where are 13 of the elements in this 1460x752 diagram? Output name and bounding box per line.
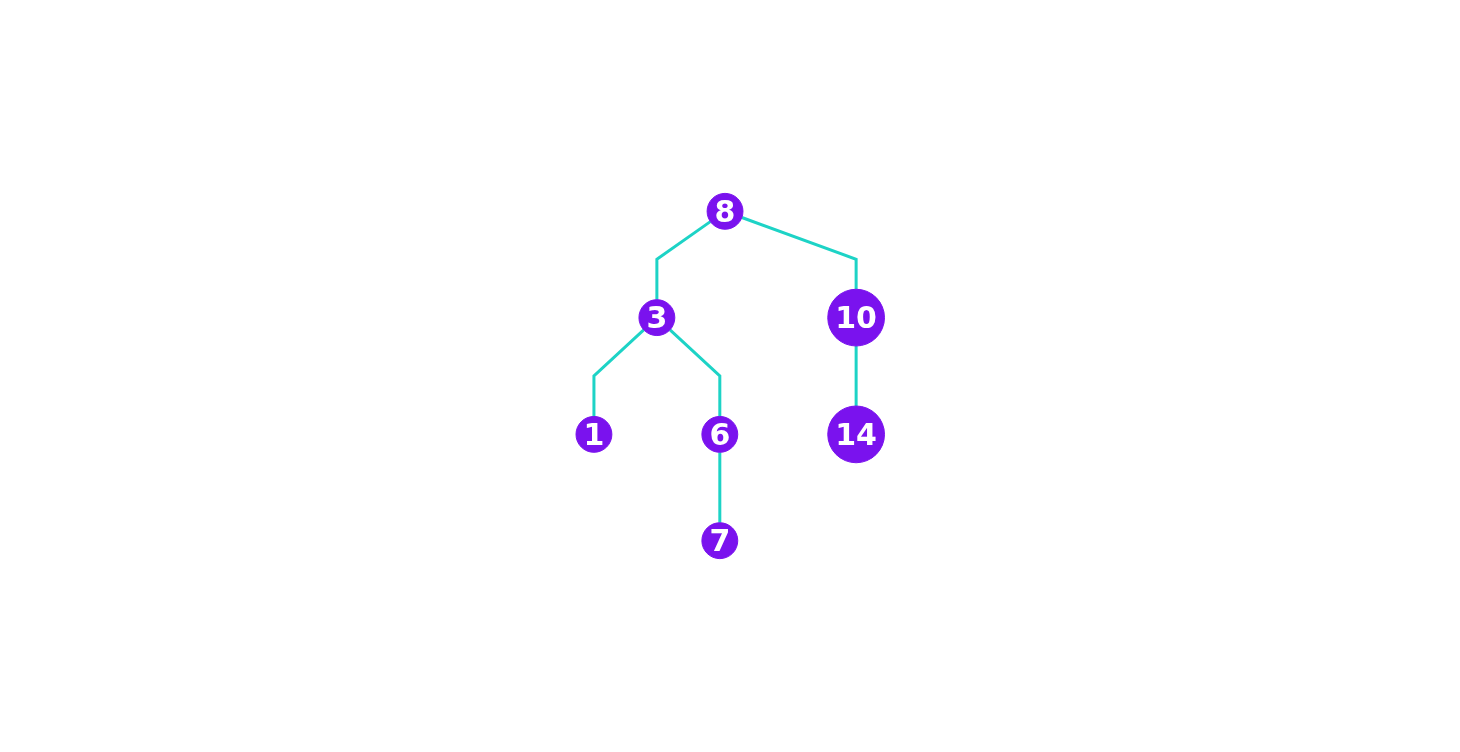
node-circle: 1 <box>575 415 613 453</box>
node-circle: 8 <box>706 192 744 230</box>
connector <box>668 328 722 417</box>
connector <box>741 216 858 290</box>
node-circle: 14 <box>827 405 885 464</box>
connector <box>655 220 711 300</box>
node-circle: 6 <box>701 415 738 453</box>
node-circle: 7 <box>701 522 738 560</box>
connector <box>854 346 858 406</box>
node-circle: 3 <box>638 299 676 337</box>
connector <box>592 328 645 417</box>
connector <box>718 452 722 523</box>
node-circle: 10 <box>827 288 885 347</box>
